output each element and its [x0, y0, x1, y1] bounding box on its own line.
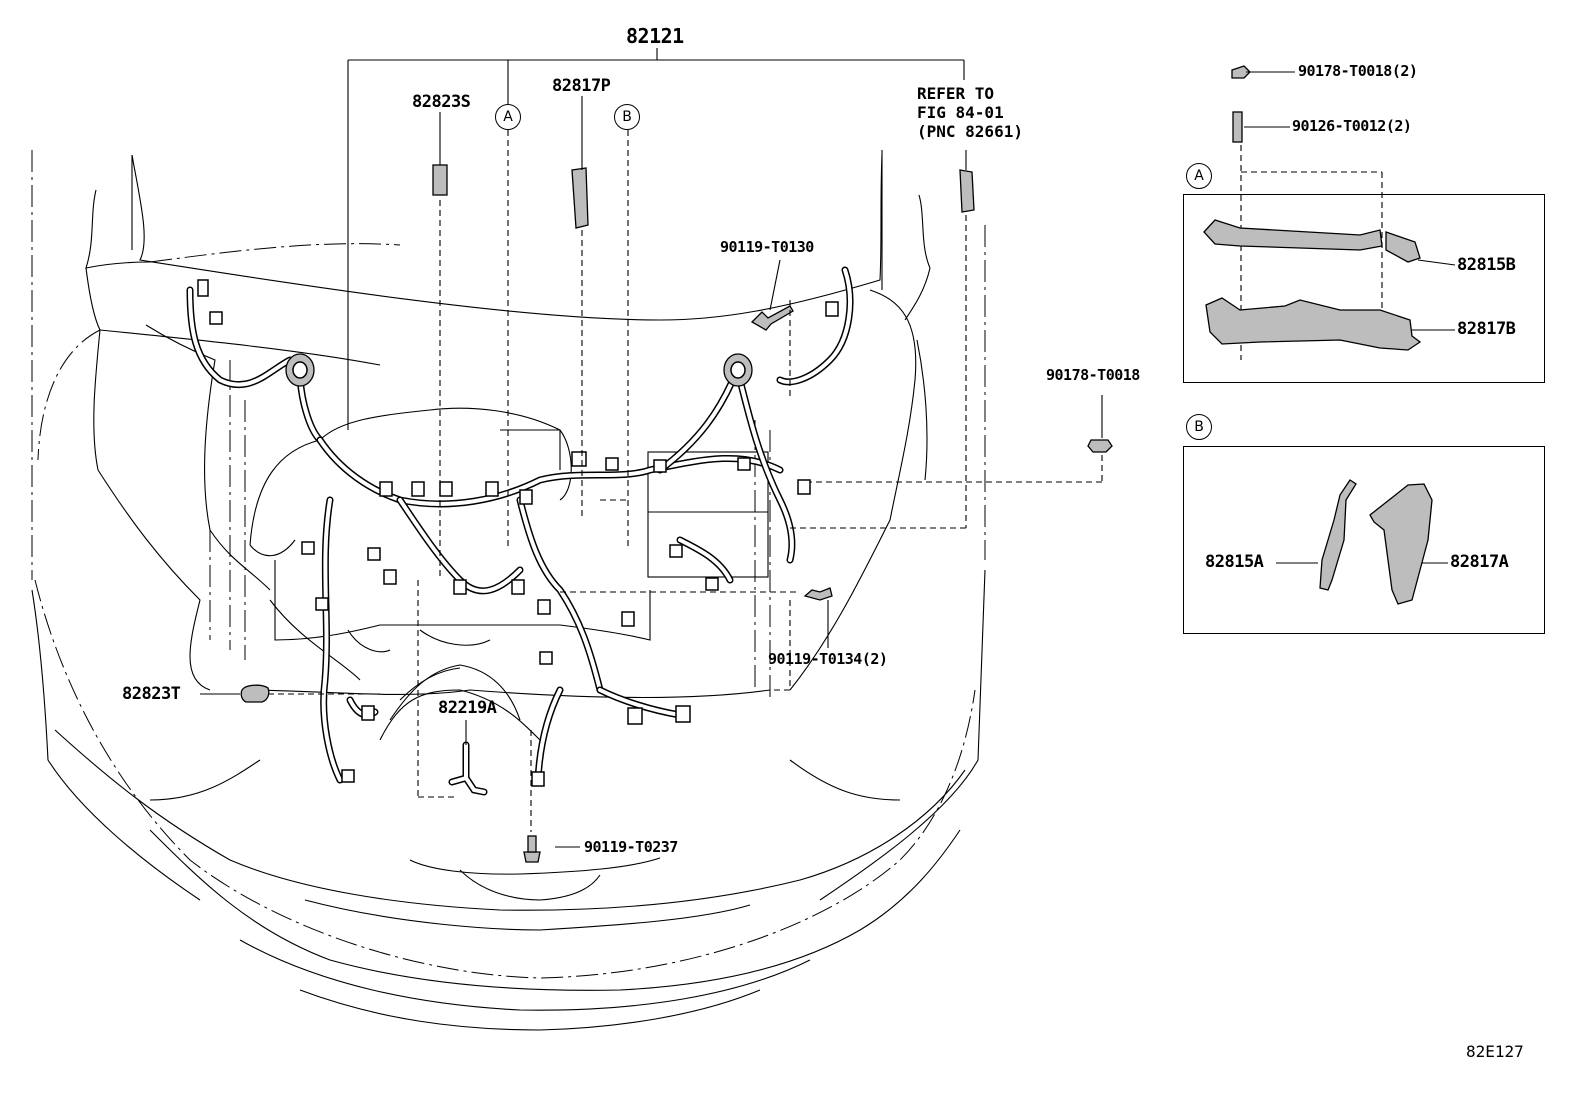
connectors: [197, 279, 839, 787]
label-90178-T0018: 90178-T0018: [1046, 366, 1140, 384]
engine-block: [249, 407, 651, 653]
label-90126-T0012-2: 90126-T0012(2): [1292, 117, 1412, 135]
label-refer-note: REFER TO FIG 84-01 (PNC 82661): [917, 84, 1023, 141]
detail-b-callout: B: [1186, 414, 1212, 440]
detail-a-box: [1183, 194, 1545, 383]
label-82815A: 82815A: [1205, 552, 1264, 572]
label-90119-T0237: 90119-T0237: [584, 838, 678, 856]
fasteners: [523, 65, 1251, 863]
battery-outline: [647, 451, 769, 578]
label-82823T: 82823T: [122, 684, 181, 704]
label-90119-T0134-2: 90119-T0134(2): [768, 650, 888, 668]
dashed-leaders: [268, 130, 1383, 832]
callout-a: A: [495, 104, 521, 130]
figure-code: 82E127: [1466, 1042, 1524, 1061]
car-body-outline: [31, 150, 986, 1031]
label-82121: 82121: [626, 24, 684, 48]
label-90119-T0130: 90119-T0130: [720, 238, 814, 256]
label-82219A: 82219A: [438, 698, 497, 718]
label-82823S: 82823S: [412, 92, 471, 112]
label-82817A: 82817A: [1450, 552, 1509, 572]
callout-b: B: [614, 104, 640, 130]
grommets: [285, 353, 753, 387]
leader-lines: [200, 48, 1456, 848]
detail-a-callout: A: [1186, 163, 1212, 189]
detail-b-box: [1183, 446, 1545, 634]
label-82817B: 82817B: [1457, 319, 1516, 339]
label-82815B: 82815B: [1457, 255, 1516, 275]
label-82817P: 82817P: [552, 76, 611, 96]
detail-a-parts: [1203, 219, 1422, 351]
harness-wires: [186, 266, 854, 784]
label-90178-T0018-2: 90178-T0018(2): [1298, 62, 1418, 80]
detail-b-parts: [1319, 479, 1433, 605]
